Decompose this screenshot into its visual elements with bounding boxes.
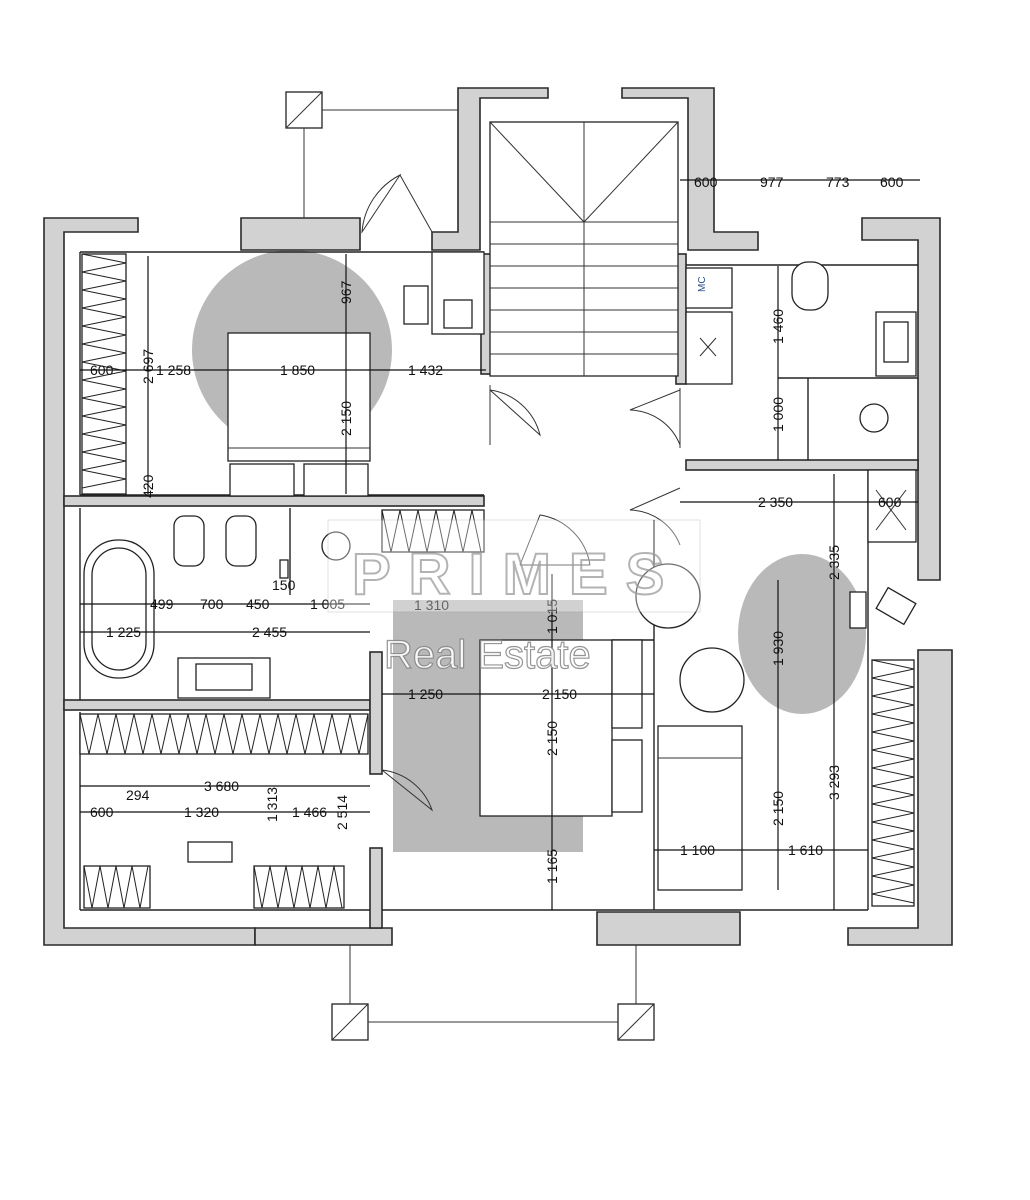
watermark-subtitle: Real Estate [384, 633, 591, 677]
wardrobe-hatch [79, 713, 369, 755]
dim-label: 1 850 [280, 362, 315, 378]
dim-label: 1 005 [310, 596, 345, 612]
dim-label: 1 310 [414, 597, 449, 613]
dim-label: 2 150 [338, 401, 354, 436]
dim-label: 2 150 [542, 686, 577, 702]
dim-label: 2 455 [252, 624, 287, 640]
dim-label: 1 460 [770, 309, 786, 344]
dim-label: 600 [880, 174, 904, 190]
kids-rug [738, 554, 866, 714]
doors [361, 173, 681, 812]
dim-label: 1 165 [544, 849, 560, 884]
dim-label: 1 225 [106, 624, 141, 640]
dim-label: 967 [338, 280, 354, 304]
dim-label: 977 [760, 174, 784, 190]
dim-label: 2 697 [140, 349, 156, 384]
dim-label: 773 [826, 174, 850, 190]
dim-label: 2 335 [826, 545, 842, 580]
dimension-lines [80, 179, 920, 910]
wardrobe-hatch [253, 865, 343, 909]
dim-label: 600 [694, 174, 718, 190]
dim-label: 1 610 [788, 842, 823, 858]
dim-label: 600 [90, 362, 114, 378]
dim-label: 1 000 [770, 397, 786, 432]
wc: MC [685, 261, 917, 543]
dim-label: 3 293 [826, 765, 842, 800]
dim-label: 2 350 [758, 494, 793, 510]
dim-label: 600 [90, 804, 114, 820]
dim-label: 1 100 [680, 842, 715, 858]
dim-label: 1 250 [408, 686, 443, 702]
wardrobe-hatch [81, 253, 127, 489]
dim-label: 294 [126, 787, 150, 803]
watermark: PRIMES Real Estate [327, 519, 701, 678]
dim-label: 1 320 [184, 804, 219, 820]
dim-label: 420 [140, 474, 156, 498]
dimension-labels: 600 977 773 600 967 2 697 600 1 258 1 85… [90, 174, 904, 884]
wardrobe-hatch [381, 509, 482, 553]
dim-label: 600 [878, 494, 902, 510]
staircase [489, 121, 679, 377]
dim-label: 1 466 [292, 804, 327, 820]
watermark-brand: PRIMES [352, 542, 682, 607]
dim-label: 2 150 [544, 721, 560, 756]
dim-label: 1 432 [408, 362, 443, 378]
dim-label: 499 [150, 596, 174, 612]
guest-bed [479, 639, 643, 817]
bathroom [83, 515, 351, 699]
mc-label: MC [697, 276, 708, 292]
dim-label: 3 680 [204, 778, 239, 794]
wardrobe-hatch [871, 659, 915, 904]
desks [187, 251, 917, 863]
dim-label: 700 [200, 596, 224, 612]
dim-label: 1 930 [770, 631, 786, 666]
dim-label: 2 150 [770, 791, 786, 826]
dim-label: 1 258 [156, 362, 191, 378]
dim-label: 1 313 [264, 787, 280, 822]
wardrobes [79, 253, 915, 909]
columns [285, 91, 655, 1041]
walls [43, 87, 953, 946]
dim-label: 2 514 [334, 795, 350, 830]
kids-bed [635, 563, 745, 891]
dim-label: 1 015 [544, 599, 560, 634]
dim-label: 150 [272, 577, 296, 593]
dim-label: 450 [246, 596, 270, 612]
wardrobe-hatch [83, 865, 149, 909]
